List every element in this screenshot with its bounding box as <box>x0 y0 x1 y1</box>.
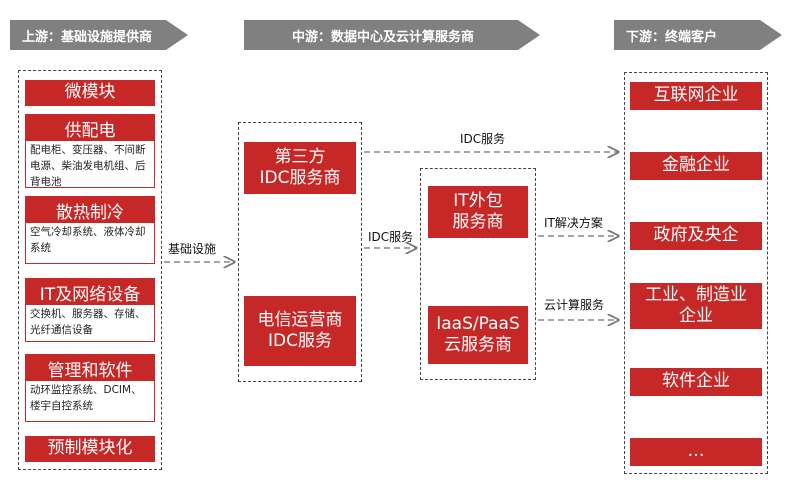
midstream-provider-container <box>238 122 362 382</box>
label-it-solution: IT解决方案 <box>544 216 603 230</box>
midstream-service-container <box>420 168 536 380</box>
upstream-container <box>18 70 162 470</box>
card-desc: 交换机、服务器、存储、光纤通信设备 <box>30 308 146 336</box>
card-title: 管理和软件 <box>26 355 154 381</box>
label-infrastructure: 基础设施 <box>168 242 217 256</box>
upstream-card-management: 管理和软件 动环监控系统、DCIM、楼宇自控系统 <box>25 354 155 422</box>
label-idc-service-mid: IDC服务 <box>368 230 414 244</box>
downstream-item-internet: 互联网企业 <box>630 82 762 110</box>
card-title: 散热制冷 <box>26 197 154 223</box>
upstream-header: 上游：基础设施提供商 <box>10 20 188 50</box>
card-desc: 动环监控系统、DCIM、楼宇自控系统 <box>30 384 142 412</box>
iaas-paas-box: IaaS/PaaS 云服务商 <box>428 306 528 364</box>
telecom-idc-box: 电信运营商 IDC服务 <box>244 296 356 366</box>
downstream-item-software: 软件企业 <box>630 368 762 396</box>
upstream-card-power: 供配电 配电柜、变压器、不间断电源、柴油发电机组、后背电池 <box>25 114 155 188</box>
third-party-idc-box: 第三方 IDC服务商 <box>244 142 356 194</box>
upstream-card-it-network: IT及网络设备 交换机、服务器、存储、光纤通信设备 <box>25 278 155 342</box>
downstream-header: 下游：终端客户 <box>614 20 782 50</box>
it-outsourcing-box: IT外包 服务商 <box>428 186 528 238</box>
label-idc-service-top: IDC服务 <box>460 132 506 146</box>
downstream-item-industry: 工业、制造业 企业 <box>630 283 762 329</box>
midstream-header: 中游：数据中心及云计算服务商 <box>244 20 540 50</box>
downstream-item-more: … <box>630 438 762 466</box>
card-title: 供配电 <box>26 115 154 141</box>
upstream-item-micro-module: 微模块 <box>25 80 155 106</box>
downstream-container <box>624 72 768 474</box>
upstream-card-cooling: 散热制冷 空气冷却系统、液体冷却系统 <box>25 196 155 264</box>
card-title: IT及网络设备 <box>26 279 154 305</box>
downstream-item-government: 政府及央企 <box>630 222 762 250</box>
card-desc: 空气冷却系统、液体冷却系统 <box>30 226 146 254</box>
card-desc: 配电柜、变压器、不间断电源、柴油发电机组、后背电池 <box>30 144 146 188</box>
label-cloud-service: 云计算服务 <box>544 298 605 312</box>
downstream-item-finance: 金融企业 <box>630 152 762 180</box>
upstream-item-prefab: 预制模块化 <box>25 436 155 462</box>
